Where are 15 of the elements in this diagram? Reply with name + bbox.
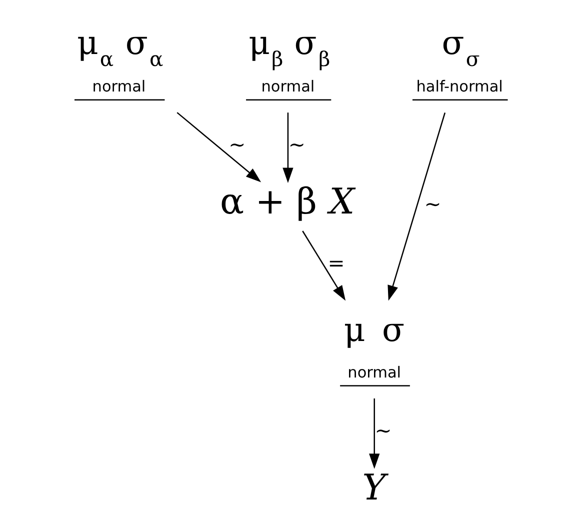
node-text: α + β X bbox=[219, 181, 354, 222]
edge-label: ~ bbox=[424, 192, 441, 216]
node-text: μ$_{α}$ σ$_{α}$ normal bbox=[76, 22, 163, 96]
node-text: μ σ normal bbox=[343, 310, 404, 382]
edge-label: ~ bbox=[374, 418, 392, 443]
edge-label: ~ bbox=[228, 132, 246, 157]
arrow bbox=[387, 112, 446, 301]
edge-label: ~ bbox=[288, 132, 305, 157]
node-text: σ$_{σ}$ half-normal bbox=[416, 22, 502, 96]
node-text: μ$_{β}$ σ$_{β}$ normal bbox=[248, 22, 330, 96]
arrow bbox=[176, 112, 261, 182]
edge-label: = bbox=[327, 250, 344, 275]
arrow bbox=[302, 230, 346, 301]
arrow bbox=[368, 398, 380, 469]
arrow bbox=[282, 112, 293, 183]
